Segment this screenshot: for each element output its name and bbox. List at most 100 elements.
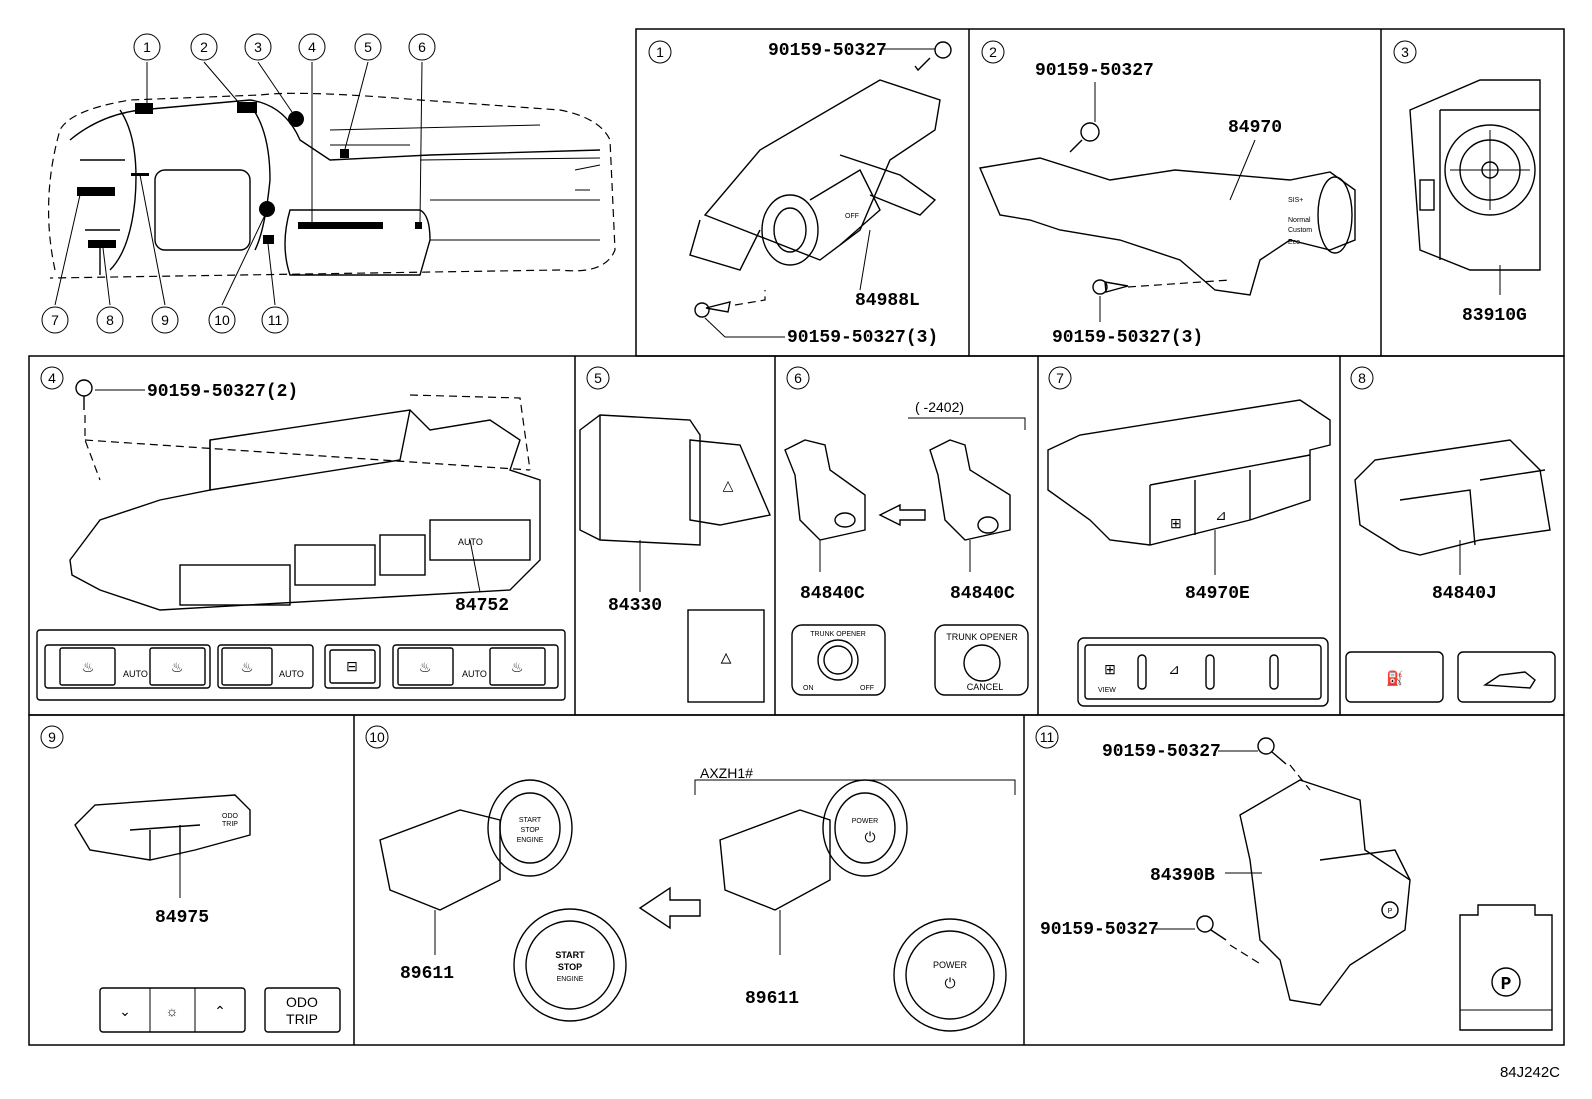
svg-text:9: 9 [161, 312, 169, 328]
part-label: 90159-50327 [1102, 742, 1221, 762]
svg-text:TRUNK OPENER: TRUNK OPENER [810, 631, 866, 638]
svg-text:8: 8 [106, 312, 114, 328]
svg-text:2: 2 [200, 39, 208, 55]
panel-11: 11 90159-50327 P 84390B 90159-50327 P [1035, 725, 1553, 1031]
svg-text:3: 3 [254, 39, 262, 55]
svg-text:♨: ♨ [241, 659, 254, 675]
power-button: POWER ⏻ [893, 918, 1007, 1032]
panel-number: 10 [369, 729, 385, 745]
svg-text:SIS+: SIS+ [1288, 197, 1303, 204]
panel-number: 2 [989, 44, 997, 60]
panel-3: 3 83910G [1393, 40, 1541, 326]
part-label: 90159-50327 [1035, 61, 1154, 81]
svg-text:VIEW: VIEW [1098, 687, 1116, 694]
overview-marker-7: 7 [41, 306, 69, 334]
svg-text:AUTO: AUTO [462, 669, 487, 679]
overview-marker-10: 10 [208, 306, 236, 334]
svg-text:START: START [555, 950, 585, 960]
svg-text:1: 1 [143, 39, 151, 55]
overview-marker-6: 6 [408, 33, 436, 61]
svg-text:ODO: ODO [286, 994, 318, 1010]
panel-6: 6 ( -2402) 84840C 84840C TRUNK OPENER ON… [784, 366, 1029, 696]
svg-text:☼: ☼ [166, 1003, 179, 1019]
panel-7: 7 ⊞ ⊿ 84970E VIEW ⊞ ⊿ [1047, 366, 1331, 707]
overview-marker-3: 3 [244, 33, 272, 61]
svg-text:ENGINE: ENGINE [517, 837, 544, 844]
svg-text:7: 7 [51, 312, 59, 328]
trunk-button [1457, 651, 1556, 703]
svg-text:6: 6 [418, 39, 426, 55]
svg-text:AUTO: AUTO [123, 669, 148, 679]
part-label: 90159-50327(3) [1052, 328, 1203, 348]
panel-number: 4 [48, 370, 56, 386]
panel-8: 8 84840J ⛽ [1345, 366, 1556, 703]
svg-text:⊞: ⊞ [1104, 661, 1116, 677]
overview-marker-2: 2 [190, 33, 218, 61]
variant-label: AXZH1# [700, 765, 753, 781]
part-label: 89611 [400, 964, 454, 984]
svg-text:5: 5 [364, 39, 372, 55]
svg-text:△: △ [721, 649, 732, 669]
trunk-opener-button-new: TRUNK OPENER CANCEL [934, 624, 1029, 696]
overview-marker-1: 1 [133, 33, 161, 61]
display-control-buttons: ⌄ ☼ ⌃ [99, 987, 246, 1033]
part-label: 84975 [155, 908, 209, 928]
svg-text:⊟: ⊟ [346, 658, 358, 674]
trunk-opener-button-old: TRUNK OPENER ON OFF [791, 624, 886, 696]
part-label: 83910G [1462, 306, 1527, 326]
panel-frames [28, 28, 1565, 1046]
panel-number: 5 [594, 370, 602, 386]
svg-text:⊞: ⊞ [1170, 515, 1182, 531]
fuel-door-button: ⛽ [1345, 651, 1444, 703]
svg-text:CANCEL: CANCEL [967, 682, 1004, 692]
svg-text:TRUNK OPENER: TRUNK OPENER [946, 632, 1018, 642]
diagram-code: 84J242C [1499, 1064, 1560, 1081]
part-label: 90159-50327 [768, 41, 887, 61]
part-label: 89611 [745, 989, 799, 1009]
overview-marker-5: 5 [354, 33, 382, 61]
panel-number: 11 [1040, 729, 1055, 745]
svg-text:ON: ON [803, 685, 814, 692]
dashboard-overview: 1 2 3 4 5 6 7 8 9 10 11 [41, 33, 616, 334]
svg-text:POWER: POWER [933, 960, 968, 970]
panel-number: 3 [1401, 44, 1409, 60]
overview-marker-11: 11 [261, 306, 289, 334]
svg-text:⊿: ⊿ [1168, 661, 1180, 677]
part-label: 84840C [800, 584, 865, 604]
svg-text:♨: ♨ [511, 659, 524, 675]
panel-10: 10 AXZH1# START STOP ENGINE 89611 START … [365, 725, 1016, 1032]
panel-5: 5 △ 84330 △ [579, 366, 771, 703]
svg-text:P: P [1501, 975, 1512, 995]
svg-text:⏻: ⏻ [864, 829, 875, 845]
svg-text:STOP: STOP [521, 827, 540, 834]
parking-brake-button: P [1459, 904, 1553, 1031]
overview-marker-4: 4 [298, 33, 326, 61]
defrost-button: ⊟ [324, 644, 381, 689]
replacement-arrow [638, 886, 701, 930]
start-stop-engine-button: START STOP ENGINE [513, 908, 627, 1022]
svg-text:10: 10 [214, 312, 230, 328]
model-range: ( -2402) [915, 399, 964, 415]
part-label: 84988L [855, 291, 920, 311]
svg-text:P: P [1388, 908, 1393, 915]
steering-heat-button-group: AUTO ♨ [217, 644, 314, 689]
svg-text:POWER: POWER [852, 818, 878, 825]
svg-text:♨: ♨ [419, 659, 432, 675]
part-label: 84970E [1185, 584, 1250, 604]
svg-text:STOP: STOP [558, 962, 582, 972]
part-label: 84752 [455, 596, 509, 616]
svg-text:Custom: Custom [1288, 227, 1312, 234]
panel-9: 9 ODO TRIP 84975 ⌄ ☼ ⌃ ODO TRIP [40, 725, 341, 1033]
part-label: 84840J [1432, 584, 1497, 604]
part-label: 84330 [608, 596, 662, 616]
part-label: 84390B [1150, 866, 1215, 886]
svg-text:ODO: ODO [222, 813, 239, 820]
svg-text:11: 11 [268, 312, 283, 328]
svg-text:⌃: ⌃ [214, 1003, 226, 1019]
panel-number: 9 [48, 729, 56, 745]
overview-marker-9: 9 [151, 306, 179, 334]
svg-text:♨: ♨ [82, 659, 95, 675]
svg-text:TRIP: TRIP [222, 821, 238, 828]
svg-text:⛽: ⛽ [1386, 670, 1403, 687]
